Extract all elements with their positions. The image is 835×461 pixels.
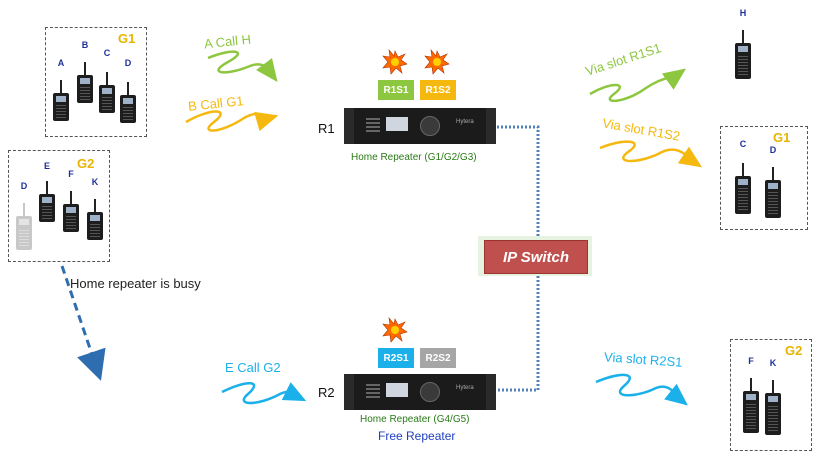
group-label-g2-right: G2 <box>785 343 803 358</box>
radio-a <box>53 80 69 121</box>
arrow-b-call-g1 <box>185 110 279 132</box>
radio-f <box>63 191 79 232</box>
link-switch-r2 <box>497 276 540 392</box>
arrow-via-r1s2 <box>599 140 703 168</box>
caption-r1: Home Repeater (G1/G2/G3) <box>351 152 477 163</box>
repeater-brand-r1: Hytera <box>456 119 474 125</box>
radio-d-faded <box>16 203 32 250</box>
radio-label-c: C <box>103 48 111 58</box>
ip-switch-frame: IP Switch <box>478 236 592 276</box>
repeater-id-r2: R2 <box>318 385 335 400</box>
radio-label-c-right: C <box>739 139 747 149</box>
radio-label-d-right: D <box>769 145 777 155</box>
radio-label-k-right: K <box>769 358 777 368</box>
group-box-g2-left: G2 D E F K <box>8 150 110 262</box>
arrow-via-r2s1 <box>595 373 688 406</box>
radio-label-a: A <box>57 58 65 68</box>
burst-r1s1 <box>382 48 408 75</box>
radio-f-right <box>743 378 759 434</box>
radio-label-d: D <box>124 58 132 68</box>
group-box-g1-right: G1 C D <box>720 126 808 230</box>
radio-label-e: E <box>43 161 50 171</box>
radio-c <box>99 72 115 113</box>
radio-h <box>735 30 751 80</box>
caption-r2: Home Repeater (G4/G5) <box>360 414 470 425</box>
radio-e <box>39 181 55 222</box>
arrow-a-call-h <box>207 50 278 83</box>
radio-k <box>87 199 103 240</box>
group-label-g2-left: G2 <box>77 156 95 171</box>
group-box-g1-left: G1 A B C D <box>45 27 147 137</box>
burst-r2s1 <box>382 316 408 343</box>
busy-note: Home repeater is busy <box>70 276 201 291</box>
arrow-busy <box>60 265 106 381</box>
radio-label-d-faded: D <box>20 181 28 191</box>
radio-label-h: H <box>739 8 747 18</box>
radio-label-b: B <box>81 40 89 50</box>
group-box-g2-right: G2 F K <box>730 339 812 451</box>
radio-b <box>77 62 93 103</box>
label-e-call-g2: E Call G2 <box>225 360 281 375</box>
radio-k-right <box>765 380 781 436</box>
group-label-g1-right: G1 <box>773 130 791 145</box>
burst-r1s2 <box>424 48 450 75</box>
radio-d <box>120 82 136 123</box>
link-r1-switch <box>497 125 540 236</box>
radio-d-right <box>765 167 781 219</box>
radio-label-f-right: F <box>748 356 754 366</box>
caption-free-repeater: Free Repeater <box>378 429 456 443</box>
radio-label-f: F <box>68 169 74 179</box>
radio-label-k: K <box>91 177 99 187</box>
repeater-id-r1: R1 <box>318 121 335 136</box>
slot-r1s2: R1S2 <box>420 80 456 100</box>
slot-r2s2: R2S2 <box>420 348 456 368</box>
arrow-e-call-g2 <box>221 382 307 405</box>
arrow-via-r1s1 <box>589 68 687 103</box>
repeater-r1: Hytera <box>344 108 496 144</box>
repeater-brand-r2: Hytera <box>456 385 474 391</box>
group-label-g1-left: G1 <box>118 31 136 46</box>
slot-r1s1: R1S1 <box>378 80 414 100</box>
ip-switch: IP Switch <box>484 240 588 274</box>
radio-c-right <box>735 163 751 215</box>
slot-r2s1: R2S1 <box>378 348 414 368</box>
repeater-r2: Hytera <box>344 374 496 410</box>
